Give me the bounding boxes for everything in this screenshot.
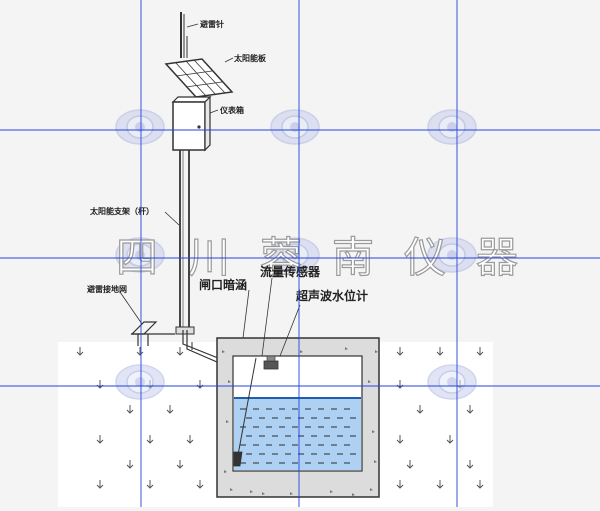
watermark-logo (115, 237, 165, 273)
watermark-company-name: 四川蓉南仪器 (116, 233, 548, 282)
concrete-speck (226, 420, 229, 423)
flow-sensor (233, 357, 257, 467)
concrete-speck (372, 430, 375, 433)
soil-symbol (416, 405, 424, 414)
soil-symbol (136, 347, 144, 356)
watermark-logo (427, 237, 477, 273)
concrete-speck (345, 347, 348, 350)
grounding-grid (130, 321, 175, 346)
soil-symbol (396, 480, 404, 489)
flow-sensor-leader (261, 277, 273, 357)
soil-symbol (176, 460, 184, 469)
soil-symbol (96, 435, 104, 444)
concrete-speck (368, 380, 371, 383)
soil-symbol (186, 435, 194, 444)
concrete-speck (374, 460, 377, 463)
instrument-box (171, 95, 212, 152)
lightning-rod-leader (186, 23, 199, 28)
soil-symbol (436, 480, 444, 489)
soil-symbol (166, 405, 174, 414)
flow-sensor-label: 流量传感器 (260, 264, 321, 279)
instrument-box-label: 仪表箱 (219, 105, 244, 115)
watermark-logo (115, 364, 165, 400)
soil-symbol (466, 460, 474, 469)
water-body (234, 397, 361, 470)
concrete-speck (375, 350, 378, 353)
lightning-rod (180, 12, 188, 58)
watermark-logo (427, 364, 477, 400)
watermark-logo (270, 237, 320, 273)
soil-symbols (76, 347, 484, 489)
concrete-texture (222, 347, 378, 496)
concrete-speck (230, 488, 233, 491)
solar-pole-label: 太阳能支架（杆） (89, 206, 154, 216)
instrument-box-leader (209, 109, 219, 114)
ultrasonic-meter-leader (279, 304, 301, 357)
soil-symbol (476, 480, 484, 489)
soil-symbol (406, 460, 414, 469)
solar-pole (175, 150, 195, 335)
grounding-grid-leader (119, 291, 143, 325)
solar-panel-label: 太阳能板 (233, 53, 267, 63)
lightning-rod-label: 避雷针 (200, 19, 224, 29)
soil-symbol (176, 347, 184, 356)
soil-symbol (196, 480, 204, 489)
concrete-speck (352, 493, 355, 496)
soil-symbol (146, 480, 154, 489)
soil-symbol (476, 347, 484, 356)
soil-symbol (466, 405, 474, 414)
solar-panel-leader (224, 57, 234, 63)
culvert-label: 闸口暗涵 (199, 277, 247, 292)
soil-symbol (126, 405, 134, 414)
concrete-speck (250, 490, 253, 493)
concrete-speck (300, 350, 303, 353)
watermark-logo (270, 109, 320, 145)
soil-symbol (126, 460, 134, 469)
solar-pole-leader (164, 211, 180, 226)
solar-panel (164, 58, 234, 102)
concrete-speck (224, 470, 227, 473)
concrete-speck (222, 350, 225, 353)
watermark-logo (115, 109, 165, 145)
soil-symbol (396, 347, 404, 356)
watermark-logo (427, 109, 477, 145)
concrete-speck (262, 492, 265, 495)
soil-symbol (436, 347, 444, 356)
soil-symbol (96, 480, 104, 489)
soil-symbol (146, 435, 154, 444)
ultrasonic-meter (263, 355, 279, 370)
soil-symbol (76, 347, 84, 356)
concrete-speck (228, 380, 231, 383)
ultrasonic-meter-label: 超声波水位计 (295, 288, 368, 303)
concrete-speck (330, 490, 333, 493)
grounding-grid-label: 避雷接地网 (87, 284, 127, 294)
soil-symbol (446, 435, 454, 444)
soil-symbol (396, 435, 404, 444)
culvert-leader (242, 289, 250, 339)
concrete-speck (370, 488, 373, 491)
concrete-speck (290, 492, 293, 495)
